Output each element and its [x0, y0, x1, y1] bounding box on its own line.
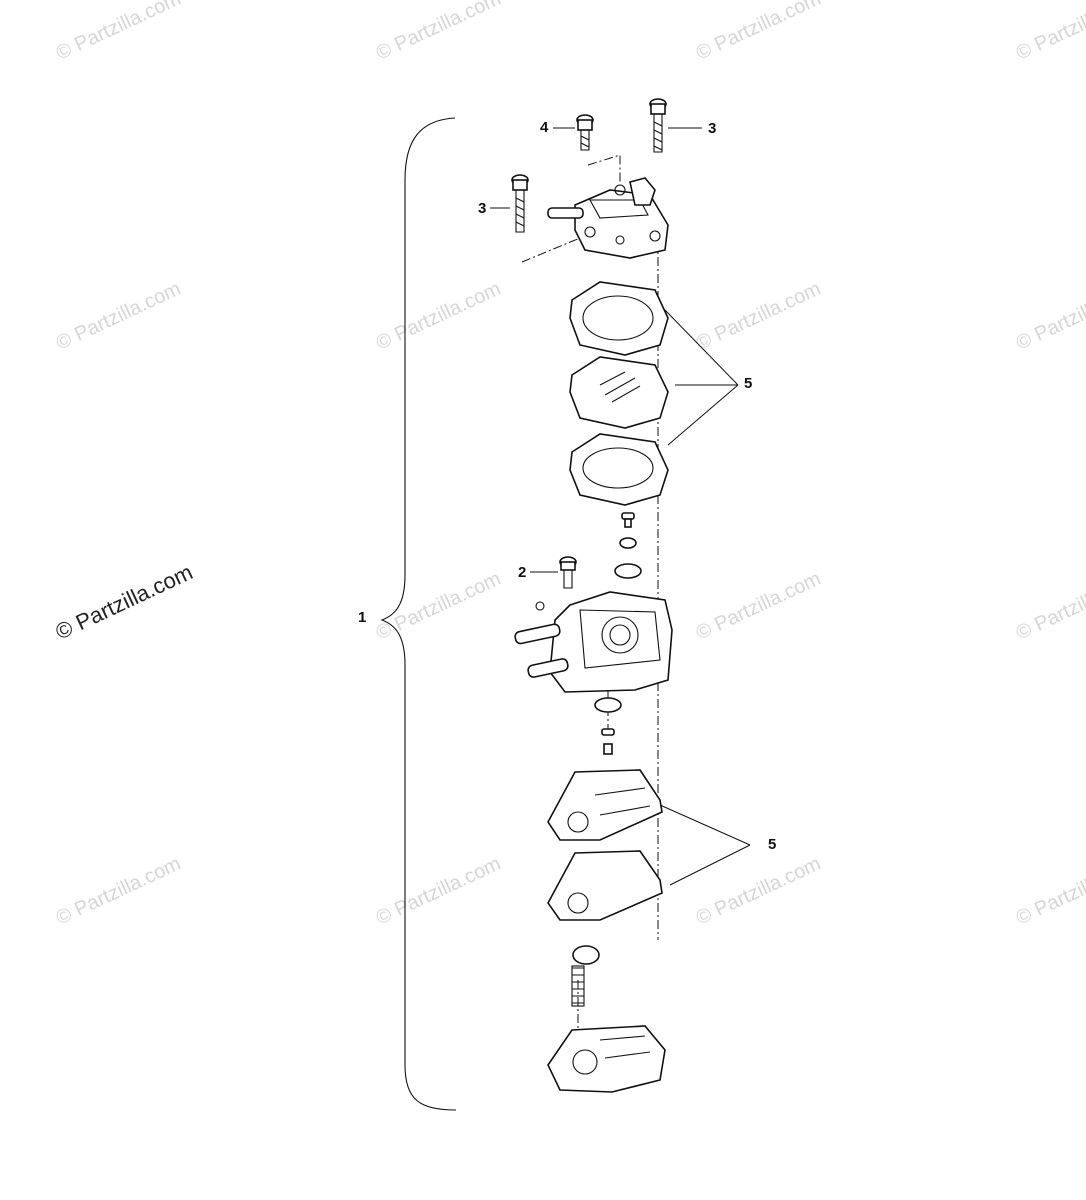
callout-labels: 1 2 3 3 4 5 5 [358, 119, 776, 853]
watermark-text: © Partzilla.com [53, 853, 184, 930]
leader-line-5b [659, 804, 751, 886]
callout-2: 2 [518, 564, 526, 581]
callout-3a: 3 [708, 120, 716, 137]
watermark-text: © Partzilla.com [1013, 0, 1086, 65]
callout-5b: 5 [768, 836, 776, 853]
watermark-text: © Partzilla.com [53, 0, 184, 65]
diaphragm-gasket-1-icon [569, 281, 669, 356]
callout-5a: 5 [744, 375, 752, 392]
screw-3-long-icon [649, 98, 667, 153]
screw-4-icon [576, 114, 594, 151]
pump-top-cover-icon [547, 177, 669, 259]
valve-retainer-icon [619, 537, 637, 549]
lower-gasket-1-icon [547, 769, 663, 841]
small-screw-icon [621, 512, 635, 528]
lower-gasket-2-icon [547, 850, 663, 921]
callout-1: 1 [358, 609, 366, 626]
check-valve-cap-icon [572, 945, 600, 965]
watermark-text: © Partzilla.com [373, 853, 504, 930]
screw-2-icon [559, 556, 577, 589]
callout-3b: 3 [478, 200, 486, 217]
watermark-text: © Partzilla.com [1013, 853, 1086, 930]
watermark-text: © Partzilla.com [373, 278, 504, 355]
diaphragm-gasket-3-icon [569, 433, 669, 506]
pump-body-icon [514, 591, 673, 693]
watermark-text: © Partzilla.com [373, 0, 504, 65]
watermark-text: © Partzilla.com [693, 278, 824, 355]
leader-line-5a [664, 309, 739, 446]
watermark-text: © Partzilla.com [373, 568, 504, 645]
watermark-text: © Partzilla.com [1013, 568, 1086, 645]
spring-icon [571, 965, 585, 1007]
alignment-line-screw-3 [521, 237, 581, 263]
callout-4: 4 [540, 119, 549, 136]
check-valve-disc-icon [594, 697, 622, 713]
assembly-brace [380, 117, 457, 1111]
watermark-text: © Partzilla.com [1013, 278, 1086, 355]
screw-3-left-icon [511, 174, 529, 233]
valve-disc-icon [614, 563, 642, 579]
watermark-text: © Partzilla.com [693, 0, 824, 65]
watermark-text: © Partzilla.com [52, 559, 197, 644]
diaphragm-gasket-2-icon [569, 356, 669, 429]
check-valve-screw-icon [601, 728, 615, 755]
alignment-line-screw-4 [587, 154, 621, 185]
watermark-text: © Partzilla.com [53, 278, 184, 355]
watermark-text: © Partzilla.com [693, 568, 824, 645]
pump-bottom-cover-icon [547, 1025, 666, 1093]
